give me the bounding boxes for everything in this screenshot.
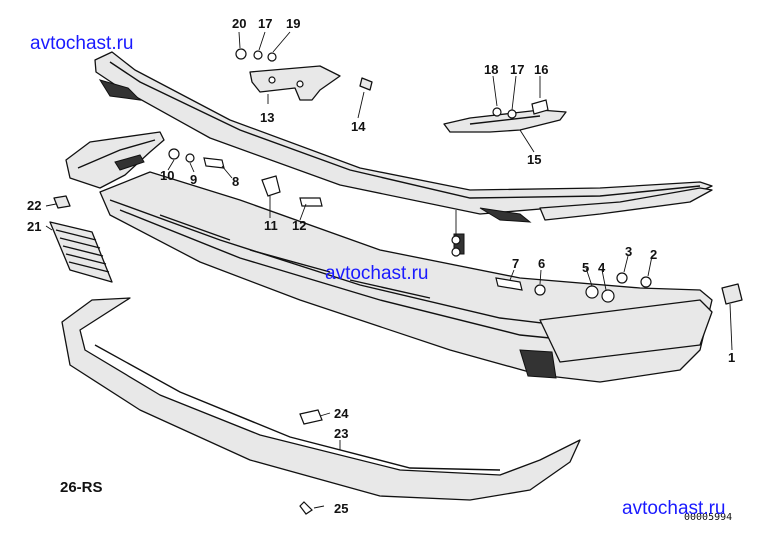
callout-16: 16 bbox=[534, 62, 548, 77]
callout-17: 17 bbox=[258, 16, 272, 31]
callout-7: 7 bbox=[512, 256, 519, 271]
leader-lines bbox=[45, 31, 733, 509]
callout-3: 3 bbox=[625, 244, 632, 259]
callout-8: 8 bbox=[232, 174, 239, 189]
callout-24: 24 bbox=[334, 406, 349, 421]
callout-13: 13 bbox=[260, 110, 274, 125]
callout-11: 11 bbox=[264, 218, 278, 233]
upper-trim-strip bbox=[94, 51, 713, 223]
left-mounting-bracket bbox=[249, 65, 341, 101]
callout-labels: 20 17 19 18 17 16 13 14 15 10 9 8 22 21 … bbox=[27, 16, 735, 516]
callout-6: 6 bbox=[538, 256, 545, 271]
callout-23: 23 bbox=[334, 426, 348, 441]
callout-4: 4 bbox=[598, 260, 606, 275]
callout-14: 14 bbox=[351, 119, 366, 134]
image-code: 00005994 bbox=[684, 512, 732, 523]
watermark-top-left: avtochast.ru bbox=[30, 33, 134, 54]
catalog-label: 26-RS bbox=[60, 479, 103, 496]
callout-18: 18 bbox=[484, 62, 498, 77]
callout-19: 19 bbox=[286, 16, 300, 31]
callout-20: 20 bbox=[232, 16, 246, 31]
callout-17b: 17 bbox=[510, 62, 524, 77]
grille-clip bbox=[53, 195, 71, 209]
callout-10: 10 bbox=[160, 168, 174, 183]
main-bumper-body bbox=[99, 171, 713, 383]
watermark-center: avtochast.ru bbox=[325, 263, 429, 284]
hardware bbox=[168, 48, 743, 515]
callout-21: 21 bbox=[27, 219, 41, 234]
callout-25: 25 bbox=[334, 501, 348, 516]
callout-1: 1 bbox=[728, 350, 735, 365]
callout-15: 15 bbox=[527, 152, 541, 167]
grille-insert bbox=[49, 221, 113, 283]
callout-9: 9 bbox=[190, 172, 197, 187]
left-corner-cap bbox=[65, 131, 165, 189]
watermark-bottom-right: avtochast.ru bbox=[622, 498, 726, 519]
callout-12: 12 bbox=[292, 218, 306, 233]
small-bolt-14 bbox=[359, 77, 373, 91]
callout-22: 22 bbox=[27, 198, 41, 213]
lower-spoiler bbox=[61, 297, 581, 501]
right-mounting-bracket bbox=[443, 109, 567, 133]
callout-2: 2 bbox=[650, 247, 657, 262]
callout-5: 5 bbox=[582, 260, 589, 275]
